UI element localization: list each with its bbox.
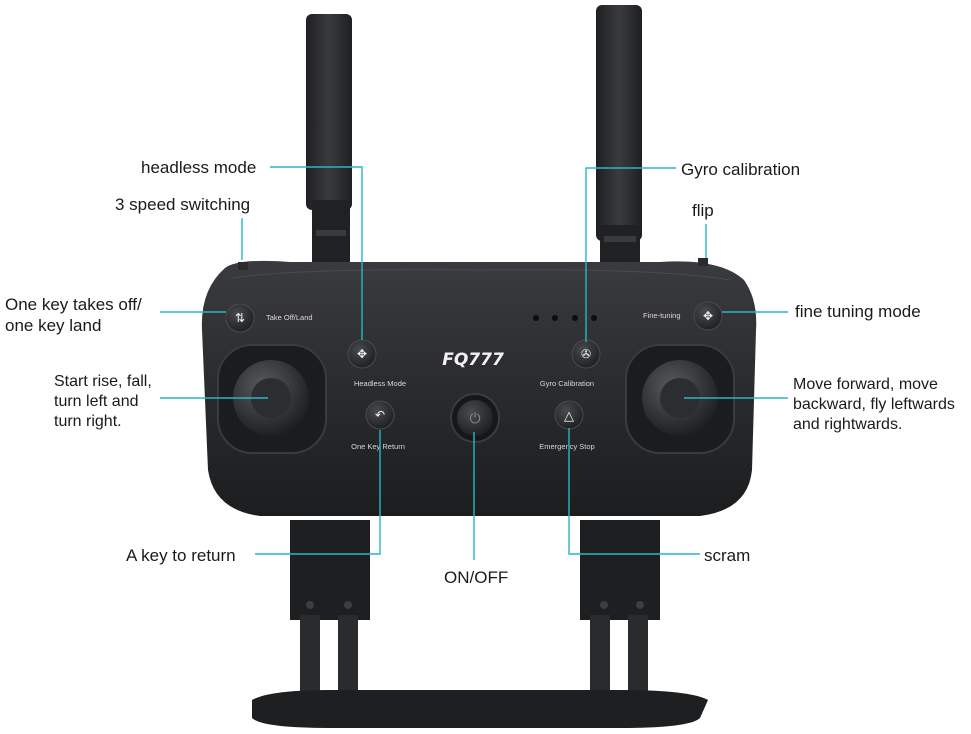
leader-headless [270, 166, 363, 340]
callout-fine-tuning: fine tuning mode [795, 302, 921, 321]
take-off-land-label: Take Off/Land [266, 313, 313, 322]
headless-icon: ✥ [357, 347, 367, 361]
takeoff-land-icon: ⇅ [235, 311, 245, 325]
power-icon: ⏻ [469, 410, 480, 426]
one-key-return-label: One Key Return [351, 442, 405, 451]
take-off-land-button[interactable]: ⇅ [225, 303, 255, 333]
callout-scram: scram [704, 546, 751, 565]
leader-gyro [585, 167, 676, 342]
leader-return [255, 430, 381, 555]
callout-three-speed: 3 speed switching [115, 195, 251, 214]
brand-logo: FQ777 [442, 350, 504, 370]
callout-right-stick: Move forward, move backward, fly leftwar… [793, 376, 955, 433]
leader-scram [568, 428, 700, 555]
callout-return-key: A key to return [126, 546, 236, 565]
callout-one-key-takeoff: One key takes off/ one key land [5, 295, 142, 335]
callout-gyro-calibration: Gyro calibration [681, 160, 801, 179]
controller-body [201, 260, 757, 516]
warning-triangle-icon: △ [564, 408, 574, 423]
emergency-stop-label: Emergency Stop [539, 442, 594, 451]
status-leds [533, 315, 597, 321]
callout-left-stick: Start rise, fall, turn left and turn rig… [54, 373, 152, 430]
fine-tuning-label: Fine-tuning [643, 311, 681, 320]
fine-tuning-button[interactable]: ✥ [693, 301, 723, 331]
power-button[interactable]: ⏻ [450, 393, 500, 443]
gyro-calibration-button[interactable]: ✇ [571, 339, 601, 369]
flip-switch[interactable] [698, 258, 708, 266]
emergency-stop-button[interactable]: △ [554, 400, 584, 430]
speed-switch[interactable] [238, 262, 248, 270]
headless-mode-button[interactable]: ✥ [347, 339, 377, 369]
callout-flip: flip [692, 201, 714, 220]
gyro-calibration-label: Gyro Calibration [540, 379, 594, 388]
dpad-icon: ✥ [703, 309, 713, 323]
right-stand-leg [580, 520, 660, 700]
left-joystick[interactable] [217, 344, 327, 454]
stand-base [252, 690, 708, 728]
one-key-return-button[interactable]: ↶ [365, 400, 395, 430]
leader-lines [160, 166, 788, 560]
left-stand-leg [290, 520, 370, 700]
callout-on-off: ON/OFF [444, 568, 509, 587]
gyro-icon: ✇ [581, 347, 591, 361]
callout-headless-mode: headless mode [141, 158, 257, 177]
left-antenna [306, 14, 352, 272]
right-joystick[interactable] [625, 344, 735, 454]
headless-mode-label: Headless Mode [354, 379, 406, 388]
return-icon: ↶ [375, 408, 385, 422]
right-antenna [596, 5, 642, 275]
